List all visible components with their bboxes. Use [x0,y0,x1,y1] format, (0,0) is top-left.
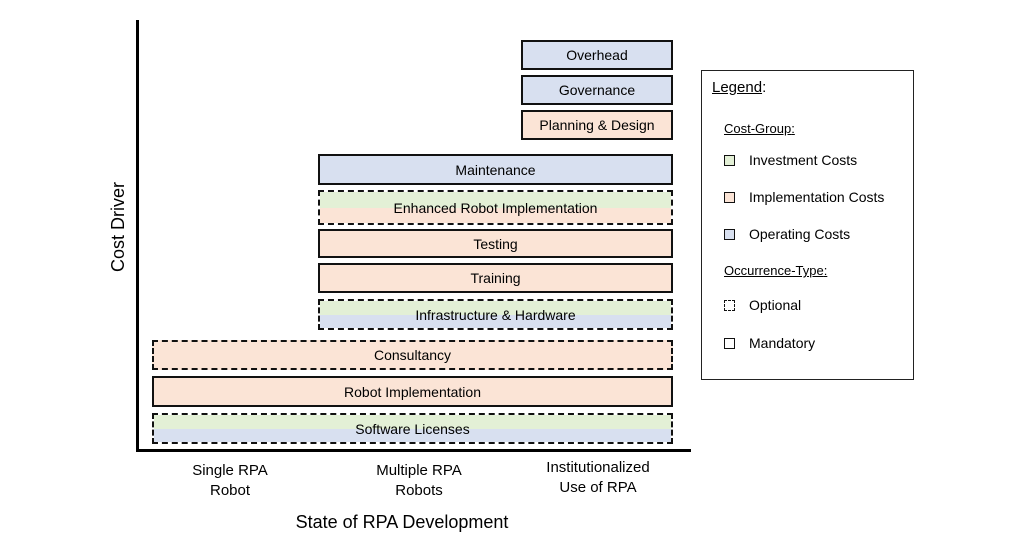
legend-item-mandatory: Mandatory [724,335,815,351]
legend-item-implementation: Implementation Costs [724,189,884,205]
bar-label: Consultancy [373,347,452,363]
bar-label: Planning & Design [539,117,655,133]
legend-item-label: Mandatory [749,335,816,351]
legend-item-investment: Investment Costs [724,152,857,168]
y-axis [136,20,139,452]
operating-swatch [724,228,735,240]
bar-label: Software Licenses [355,420,470,437]
legend-item-optional: Optional [724,297,801,313]
bar-label: Governance [558,82,636,98]
bar-training: Training [318,263,673,293]
legend-title: Legend: [712,79,767,96]
bar-label: Testing [473,235,518,252]
investment-swatch [724,154,735,166]
bar-label: Enhanced Robot Implementation [393,199,598,216]
x-axis-label: State of RPA Development [295,512,509,532]
legend-item-operating: Operating Costs [724,226,850,242]
bar-governance: Governance [521,75,673,105]
bar-enhanced-robot-implementation: Enhanced Robot Implementation [318,190,673,225]
legend-item-label: Implementation Costs [749,189,885,205]
legend-item-label: Optional [749,297,802,313]
implementation-band [320,207,671,223]
bar-label: Infrastructure & Hardware [415,306,576,323]
legend-occurrence-heading: Occurrence-Type: [724,263,828,278]
mandatory-swatch [724,337,735,349]
bar-infrastructure-hardware: Infrastructure & Hardware [318,299,673,330]
bar-label: Robot Implementation [344,383,481,400]
legend-item-label: Investment Costs [749,152,858,168]
legend-item-label: Operating Costs [749,226,851,242]
x-axis [136,449,691,452]
investment-band [154,415,671,429]
bar-label: Overhead [566,47,628,63]
bar-label: Maintenance [455,161,536,178]
operating-band [154,428,671,442]
bar-robot-implementation: Robot Implementation [152,376,673,407]
optional-swatch [724,299,735,311]
bar-testing: Testing [318,229,673,258]
legend-box: Legend: Cost-Group: Investment Costs Imp… [701,70,914,380]
bar-consultancy: Consultancy [152,340,673,370]
investment-band [320,192,671,208]
bar-planning-design: Planning & Design [521,110,673,140]
bar-overhead: Overhead [521,40,673,70]
operating-band [320,314,671,328]
legend-cost-group-heading: Cost-Group: [724,121,795,136]
bar-label: Training [470,270,521,286]
bar-maintenance: Maintenance [318,154,673,185]
y-axis-label: Cost Driver [108,181,128,272]
investment-band [320,301,671,315]
bar-software-licenses: Software Licenses [152,413,673,444]
implementation-swatch [724,191,735,203]
